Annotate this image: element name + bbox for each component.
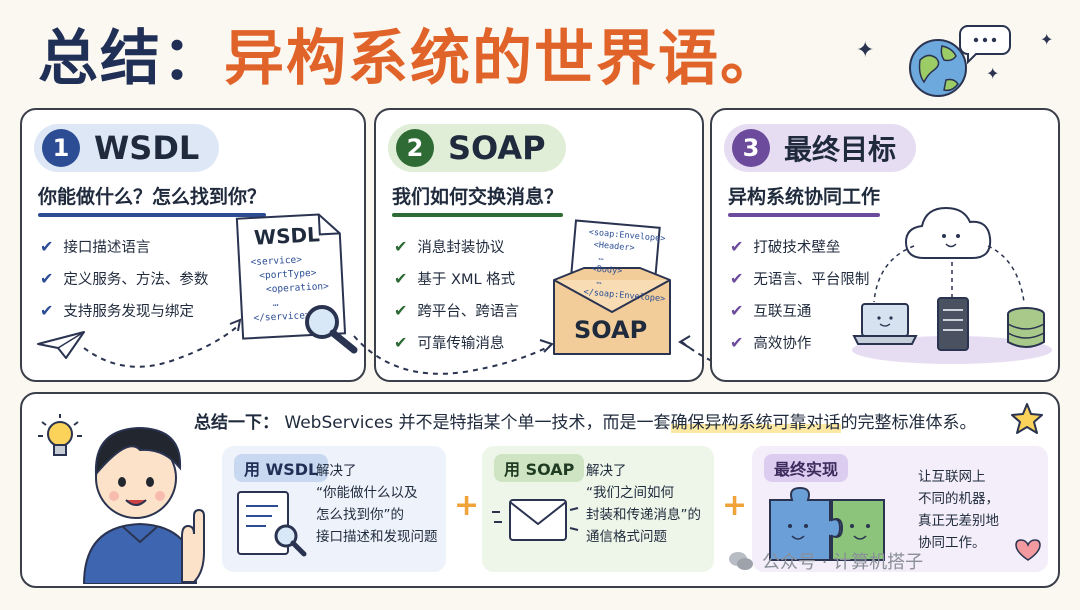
step-number: 1 bbox=[42, 129, 80, 167]
soap-label: SOAP bbox=[448, 129, 546, 167]
goal-subtitle: 异构系统协同工作 bbox=[728, 182, 881, 217]
goal-summary-text: 让互联网上 不同的机器， 真正无差别地 协同工作。 bbox=[918, 469, 999, 551]
list-item: ✔打破技术壁垒 bbox=[730, 236, 841, 256]
wsdl-tag: 用 WSDL bbox=[234, 454, 329, 482]
sparkle-icon: ✦ bbox=[856, 38, 875, 63]
document-search-icon bbox=[237, 491, 307, 557]
server-icon bbox=[937, 297, 969, 351]
goal-tag: 最终实现 bbox=[764, 454, 849, 482]
list-item: ✔跨平台、跨语言 bbox=[394, 300, 519, 320]
check-icon: ✔ bbox=[394, 332, 408, 352]
summary-highlight: 确保异构系统可靠对话 bbox=[670, 413, 841, 433]
list-item: ✔定义服务、方法、参数 bbox=[40, 268, 209, 288]
summary-text: 总结一下： WebServices 并不是特指某个单一技术，而是一套确保异构系统… bbox=[194, 413, 977, 433]
check-icon: ✔ bbox=[730, 268, 744, 288]
goal-summary-card: 最终实现 让互联网上 不同的机器， 真正无差别地 协同工作。 bbox=[752, 446, 1048, 572]
soap-summary-text: 解决了 “我们之间如何 封装和传递消息”的 通信格式问题 bbox=[586, 463, 701, 545]
check-icon: ✔ bbox=[40, 236, 54, 256]
sparkle-icon: ✦ bbox=[986, 64, 1000, 83]
step-number: 2 bbox=[396, 129, 434, 167]
sparkle-icon: ✦ bbox=[1040, 30, 1054, 49]
magnifier-icon bbox=[305, 305, 358, 354]
wsdl-label: WSDL bbox=[94, 129, 200, 167]
soap-tag: 用 SOAP bbox=[494, 454, 585, 482]
wsdl-summary-card: 用 WSDL 解决了 “你能做什么以及 怎么找到你”的 接口描述和发现问题 bbox=[222, 446, 446, 572]
list-item: ✔可靠传输消息 bbox=[394, 332, 505, 352]
wechat-icon bbox=[729, 552, 753, 570]
goal-label: 最终目标 bbox=[784, 133, 897, 166]
check-icon: ✔ bbox=[40, 300, 54, 320]
list-item: ✔支持服务发现与绑定 bbox=[40, 300, 194, 320]
globe-icon bbox=[909, 25, 1011, 97]
laptop-icon bbox=[852, 303, 918, 345]
goal-bullet-list: ✔打破技术壁垒 ✔无语言、平台限制 ✔互联互通 ✔高效协作 bbox=[730, 230, 869, 358]
lightbulb-icon bbox=[38, 414, 82, 456]
list-item: ✔高效协作 bbox=[730, 332, 812, 352]
goal-pill: 3 最终目标 bbox=[724, 124, 917, 172]
plus-icon: + bbox=[454, 488, 480, 523]
doc-title: WSDL bbox=[253, 222, 321, 250]
wsdl-subtitle: 你能做什么？怎么找到你？ bbox=[38, 182, 267, 217]
watermark: 公众号 · 计算机搭子 bbox=[728, 548, 923, 574]
paper-plane-icon bbox=[37, 331, 85, 359]
envelope-icon bbox=[492, 499, 579, 541]
list-item: ✔消息封装协议 bbox=[394, 236, 505, 256]
list-item: ✔接口描述语言 bbox=[40, 236, 151, 256]
boy-character bbox=[82, 426, 205, 584]
step-number: 3 bbox=[732, 129, 770, 167]
list-item: ✔基于 XML 格式 bbox=[394, 268, 516, 288]
puzzle-icon bbox=[769, 486, 885, 561]
check-icon: ✔ bbox=[40, 268, 54, 288]
cloud-icon bbox=[904, 206, 992, 259]
wsdl-bullet-list: ✔接口描述语言 ✔定义服务、方法、参数 ✔支持服务发现与绑定 bbox=[40, 230, 208, 326]
check-icon: ✔ bbox=[730, 236, 744, 256]
flow-arrow bbox=[353, 335, 554, 375]
flow-arrow bbox=[83, 318, 242, 368]
heart-icon bbox=[1015, 539, 1041, 561]
check-icon: ✔ bbox=[730, 300, 744, 320]
check-icon: ✔ bbox=[394, 268, 408, 288]
title-main: 异构系统的世界语。 bbox=[224, 23, 782, 94]
title-prefix: 总结： bbox=[38, 23, 224, 94]
database-icon bbox=[1007, 307, 1045, 348]
wsdl-pill: 1 WSDL bbox=[34, 124, 220, 172]
speech-bubble-icon bbox=[959, 25, 1011, 65]
wsdl-summary-text: 解决了 “你能做什么以及 怎么找到你”的 接口描述和发现问题 bbox=[316, 463, 438, 545]
soap-subtitle: 我们如何交换消息？ bbox=[392, 182, 564, 217]
check-icon: ✔ bbox=[394, 236, 408, 256]
soap-summary-card: 用 SOAP 解决了 “我们之间如何 封装和传递消息”的 通信格式问题 bbox=[482, 446, 714, 572]
list-item: ✔无语言、平台限制 bbox=[730, 268, 870, 288]
summary-lead: 总结一下： bbox=[194, 413, 279, 433]
cloud-network-illustration bbox=[852, 206, 1052, 364]
soap-envelope-box: <soap:Envelope> <Header> … <Body> … </so… bbox=[550, 218, 674, 360]
page-title: 总结： 异构系统的世界语。 bbox=[38, 8, 782, 98]
check-icon: ✔ bbox=[730, 332, 744, 352]
list-item: ✔互联互通 bbox=[730, 300, 812, 320]
plus-icon: + bbox=[722, 488, 748, 523]
envelope-code: <soap:Envelope> <Header> … <Body> … </so… bbox=[583, 227, 666, 305]
soap-bullet-list: ✔消息封装协议 ✔基于 XML 格式 ✔跨平台、跨语言 ✔可靠传输消息 bbox=[394, 230, 519, 358]
star-icon bbox=[1011, 403, 1043, 434]
box-label: SOAP bbox=[574, 316, 648, 344]
soap-pill: 2 SOAP bbox=[388, 124, 566, 172]
check-icon: ✔ bbox=[394, 300, 408, 320]
